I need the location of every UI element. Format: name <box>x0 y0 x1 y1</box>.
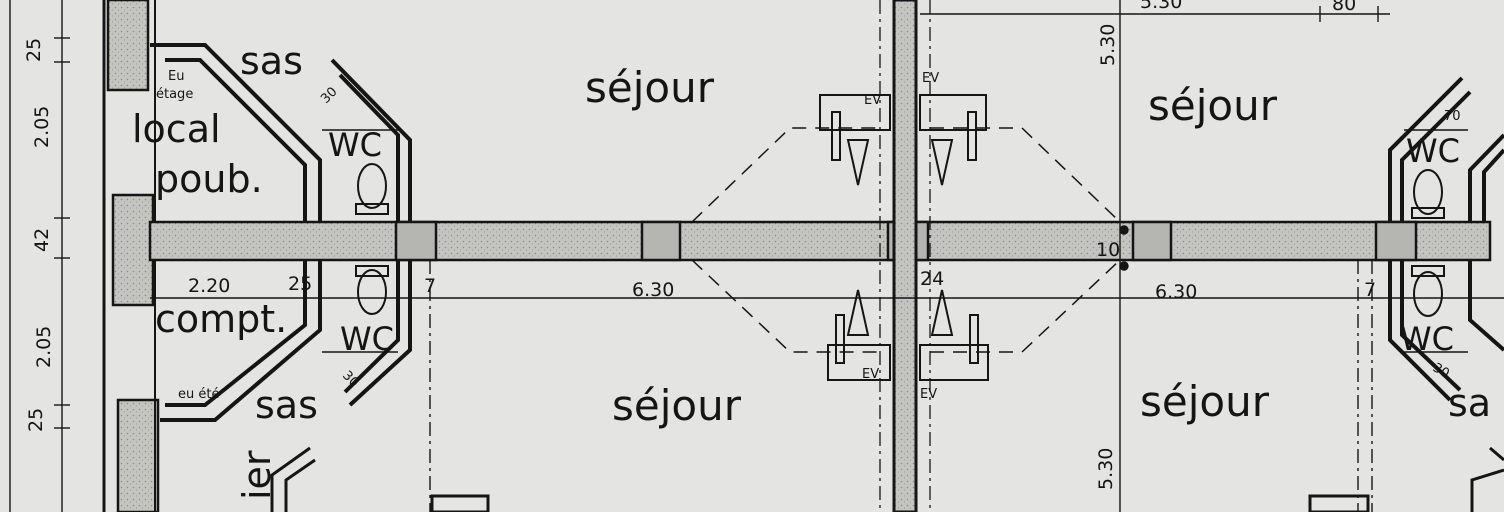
room-label-sejour: séjour <box>1140 377 1270 426</box>
sink-fixture-icon <box>819 94 989 381</box>
dimension-label: 25 <box>25 408 47 432</box>
toilet-icon <box>355 163 389 315</box>
annotation-ev: EV <box>922 71 939 86</box>
dimension-label: 7 <box>1364 279 1376 301</box>
annotation-ev: EV <box>920 387 937 402</box>
room-label-wc: WC <box>340 320 394 358</box>
annotation-number: 30 <box>1430 360 1452 381</box>
room-label-wc: WC <box>328 126 382 164</box>
annotation-etage: étage <box>156 87 193 102</box>
right-wc-block <box>1388 76 1504 402</box>
dimension-label: 7 <box>424 275 436 297</box>
left-wc-block <box>150 43 412 422</box>
annotation-etage: Eu <box>168 69 184 84</box>
annotation-ev: EV <box>862 367 879 382</box>
annotation-number: 30 <box>318 85 340 107</box>
dimension-label: 2.05 <box>33 326 55 368</box>
bottom-fixtures <box>270 446 1504 512</box>
room-label-wc: WC <box>1406 132 1460 170</box>
annotation-number: 30 <box>339 368 361 390</box>
dimension-label: 42 <box>31 228 53 252</box>
dimension-label: 2.20 <box>188 275 230 297</box>
room-label-poub: poub. <box>155 157 263 201</box>
room-label-sas: sas <box>255 383 318 427</box>
annotation-etage: eu été <box>178 387 219 402</box>
room-label-local: local <box>132 107 221 151</box>
dimension-label: 80 <box>1332 0 1356 15</box>
annotation-ev: EV <box>864 93 881 108</box>
room-label-sejour: séjour <box>1148 81 1278 130</box>
dimension-label: 6.30 <box>1155 281 1197 303</box>
dimension-label: 2.05 <box>31 106 53 148</box>
dashed-diamond-outline <box>691 127 1121 353</box>
room-label-sejour: séjour <box>585 63 715 112</box>
room-label-sejour: séjour <box>612 381 742 430</box>
dimension-label: 25 <box>23 38 45 62</box>
room-label-sas: sas <box>240 39 303 83</box>
dimension-label: 5.30 <box>1095 448 1117 490</box>
main-horizontal-wall <box>148 220 1492 262</box>
central-vertical-wall <box>879 0 931 512</box>
annotation-number: 70 <box>1444 109 1461 124</box>
toilet-icon <box>1411 169 1445 317</box>
dimension-label: 24 <box>920 268 944 290</box>
dimension-label: 25 <box>288 273 312 295</box>
left-dimension-strip <box>9 0 70 512</box>
dimension-label: 5.30 <box>1140 0 1182 13</box>
room-label-sas: sa <box>1448 381 1491 425</box>
dimension-lines <box>150 0 1504 512</box>
dimension-label: 10 <box>1096 239 1120 261</box>
room-label-wc: WC <box>1400 320 1454 358</box>
room-label-compt: compt. <box>155 297 287 341</box>
dimension-label: 6.30 <box>632 279 674 301</box>
dimension-label: 5.30 <box>1097 24 1119 66</box>
room-label-ier: ier <box>235 450 279 500</box>
